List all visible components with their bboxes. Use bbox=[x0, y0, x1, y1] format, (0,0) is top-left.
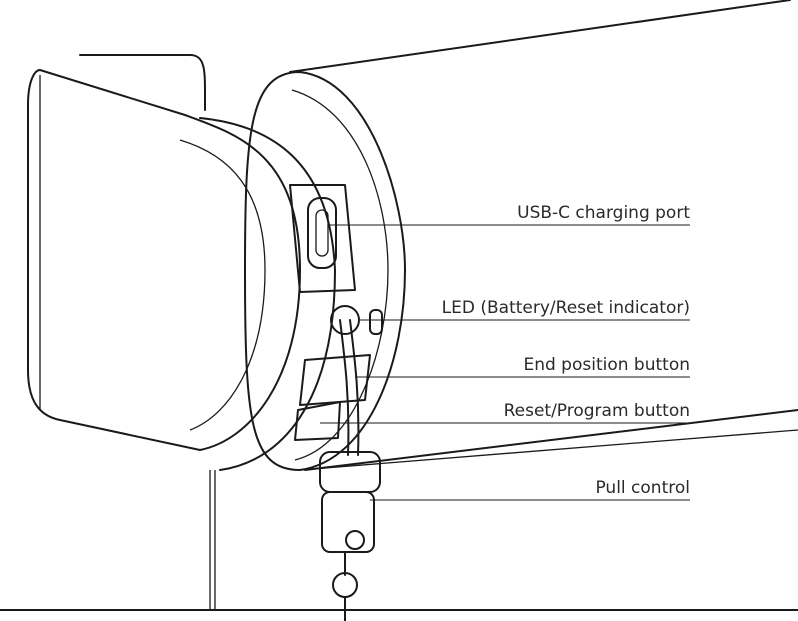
usb-c-port-icon bbox=[307, 197, 337, 269]
callout-leaders bbox=[320, 224, 690, 501]
motor-housing bbox=[27, 54, 336, 471]
control-panel bbox=[289, 184, 383, 441]
end-position-button-icon bbox=[299, 354, 371, 406]
mounting-rail bbox=[0, 470, 798, 611]
callout-usb-c-port: USB-C charging port bbox=[517, 203, 690, 223]
end-cap-ring bbox=[244, 71, 406, 471]
reset-program-button-icon bbox=[294, 401, 341, 441]
roller-tube bbox=[289, 0, 798, 471]
pull-handle-icon bbox=[319, 451, 381, 493]
callout-led: LED (Battery/Reset indicator) bbox=[442, 298, 690, 318]
pull-control-assembly bbox=[319, 319, 381, 621]
callout-reset-program-button: Reset/Program button bbox=[504, 401, 690, 421]
callout-pull-control: Pull control bbox=[595, 478, 690, 498]
callout-end-position-button: End position button bbox=[523, 355, 690, 375]
led-indicator-icon bbox=[330, 305, 360, 335]
